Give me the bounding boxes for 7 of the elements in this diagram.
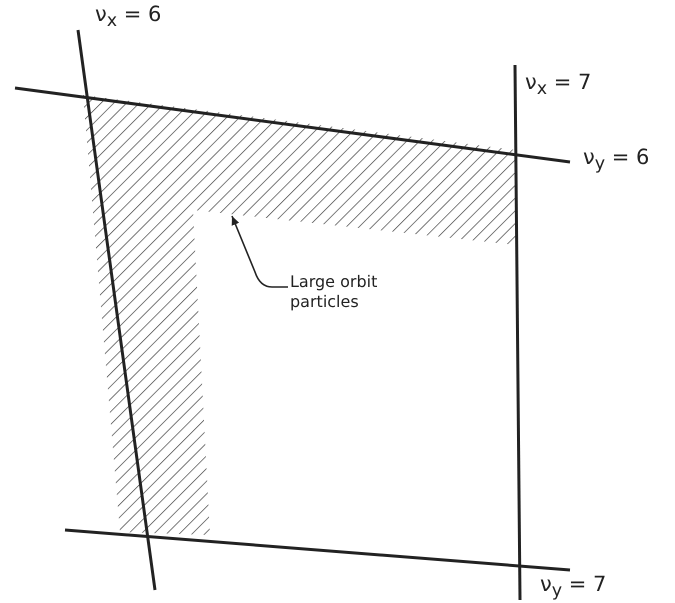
line-label: ν$_{x}$ = 6 (95, 2, 162, 32)
line-label: ν$_{x}$ = 7 (525, 70, 592, 100)
callout-text: Large orbit particles (290, 272, 400, 312)
hatched-region (83, 95, 516, 535)
line-label: ν$_{y}$ = 6 (583, 145, 650, 174)
line-label: ν$_{y}$ = 7 (540, 572, 606, 602)
leader-line (231, 216, 288, 288)
